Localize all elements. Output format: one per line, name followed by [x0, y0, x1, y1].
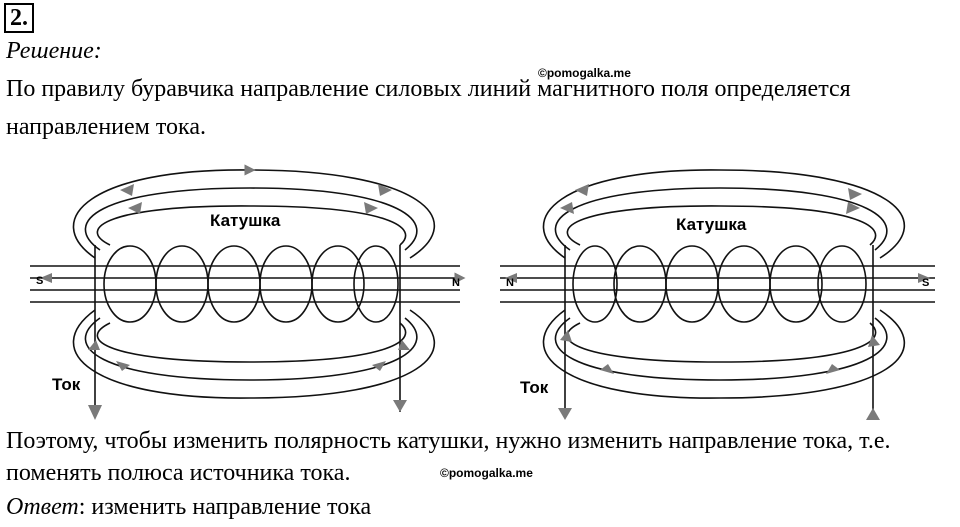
right-current-label: Ток — [520, 378, 549, 397]
left-arrows — [40, 184, 410, 420]
right-arrows — [505, 184, 930, 420]
left-current-label: Ток — [52, 375, 81, 394]
left-solenoid — [30, 164, 466, 412]
right-pole-n: N — [506, 277, 514, 289]
solution-line-2: направлением тока. — [6, 114, 206, 140]
watermark-top: ©pomogalka.me — [538, 66, 631, 80]
answer-label: Ответ — [6, 494, 79, 520]
right-pole-s: S — [922, 277, 929, 289]
solution-line-4: поменять полюса источника тока. — [6, 460, 351, 486]
right-coil-label: Катушка — [676, 215, 747, 234]
answer-text: : изменить направление тока — [78, 494, 372, 520]
left-pole-s: S — [36, 275, 43, 287]
left-coil-label: Катушка — [210, 211, 281, 230]
solution-line-1: По правилу буравчика направление силовых… — [6, 76, 851, 102]
solution-heading: Решение: — [6, 38, 102, 64]
problem-number: 2. — [4, 3, 34, 33]
left-pole-n: N — [452, 277, 460, 289]
coil-diagram: Катушка Ток S N Катушка Ток N S — [30, 164, 935, 420]
solution-line-3: Поэтому, чтобы изменить полярность катуш… — [6, 428, 891, 454]
answer: Ответ: изменить направление тока — [6, 494, 371, 521]
watermark-bottom: ©pomogalka.me — [440, 466, 533, 480]
